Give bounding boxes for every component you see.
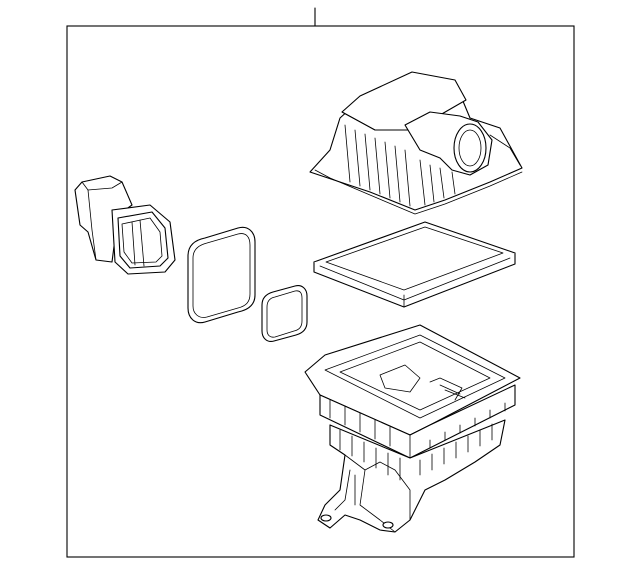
intake-duct-icon[interactable] (74, 175, 176, 275)
air-filter-icon[interactable] (313, 221, 516, 308)
air-cleaner-cover-icon[interactable] (309, 71, 523, 215)
small-seal-icon[interactable] (261, 285, 308, 342)
large-seal-icon[interactable] (187, 226, 256, 324)
diagram-frame (66, 25, 575, 558)
air-cleaner-housing-icon[interactable] (304, 324, 521, 533)
